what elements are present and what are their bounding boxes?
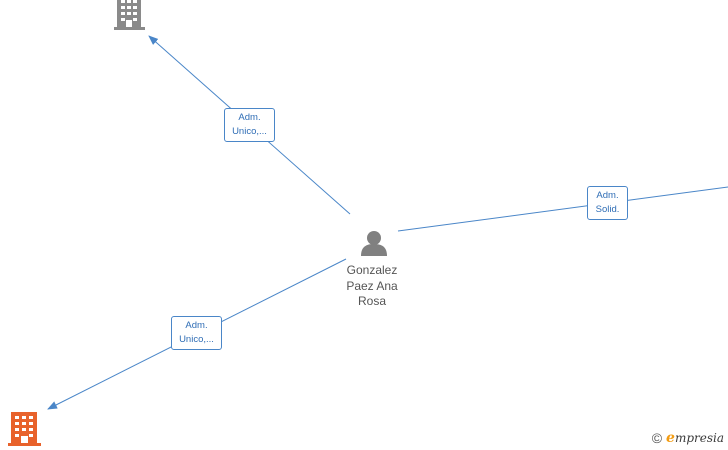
edge-label-top[interactable]: Adm. Unico,... [224,108,275,142]
edge-label-line: Adm. [596,190,619,201]
edge-line-right [397,186,728,232]
empresia-logo[interactable]: empresia [666,430,724,446]
edge-label-line: Solid. [595,204,620,215]
edge-label-line: Adm. [185,320,208,331]
person-node[interactable] [361,231,387,256]
company-node-top[interactable] [114,0,145,30]
logo-text: mpresia [674,431,724,445]
brand-footer: © empresia [652,430,724,446]
edge-label-line: Adm. [238,112,261,123]
person-name[interactable]: Gonzalez Paez Ana Rosa [332,263,412,310]
person-name-line: Gonzalez [346,263,398,277]
edge-label-bottom[interactable]: Adm. Unico,... [171,316,222,350]
copyright-icon: © [651,430,663,446]
building-icon [114,0,145,30]
edge-label-right[interactable]: Adm. Solid. [587,186,628,220]
building-icon [8,412,41,446]
company-node-bottom[interactable] [8,412,41,446]
person-name-line: Paez Ana [346,278,398,293]
edge-label-line: Unico,... [232,126,267,137]
person-name-line: Rosa [357,294,386,308]
logo-initial: e [666,430,675,446]
edge-label-line: Unico,... [179,334,214,345]
person-icon [361,231,387,256]
